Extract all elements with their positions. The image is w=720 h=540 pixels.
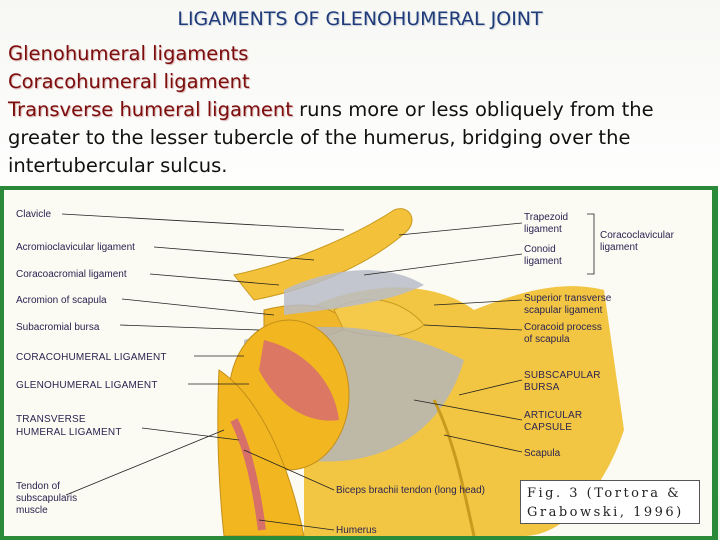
label-biceps-brachii-tendon: Biceps brachii tendon (long head) (336, 485, 485, 496)
citation-line-1: Fig. 3 (Tortora & (527, 486, 682, 501)
label-of-scapula: of scapula (524, 334, 570, 345)
label-coracoid-process: Coracoid process (524, 322, 602, 333)
label-clavicle: Clavicle (16, 209, 51, 220)
label-trapezoid: Trapezoid (524, 212, 568, 223)
label-coracoclavicular-ligament: ligament (600, 242, 638, 253)
label-humerus: Humerus (336, 525, 377, 536)
label-subscapularis: subscapularis (16, 493, 77, 504)
label-bursa: BURSA (524, 382, 560, 393)
label-coracohumeral-ligament: CORACOHUMERAL LIGAMENT (16, 352, 167, 363)
label-acromioclavicular-ligament: Acromioclavicular ligament (16, 242, 135, 253)
label-tendon-of: Tendon of (16, 481, 60, 492)
label-humeral-ligament: HUMERAL LIGAMENT (16, 427, 122, 438)
label-glenohumeral-ligament: GLENOHUMERAL LIGAMENT (16, 380, 158, 391)
label-acromion-of-scapula: Acromion of scapula (16, 295, 107, 306)
bullet-transverse-humeral-ligament: Transverse humeral ligament runs more or… (8, 96, 712, 180)
label-conoid: Conoid (524, 244, 556, 255)
label-articular: ARTICULAR (524, 410, 582, 421)
label-subscapular: SUBSCAPULAR (524, 370, 601, 381)
shoulder-joint-illustration: Clavicle Acromioclavicular ligament Cora… (16, 208, 675, 536)
transverse-humeral-term: Transverse humeral ligament (8, 98, 293, 121)
citation-line-2: Grabowski, 1996) (527, 505, 684, 520)
label-transverse: TRANSVERSE (16, 414, 86, 425)
label-coracoacromial-ligament: Coracoacromial ligament (16, 269, 127, 280)
label-coracoclavicular: Coracoclavicular (600, 230, 675, 241)
slide-body: Glenohumeral ligaments Coracohumeral lig… (8, 40, 712, 180)
label-conoid-ligament: ligament (524, 256, 562, 267)
figure-citation: Fig. 3 (Tortora & Grabowski, 1996) (520, 480, 700, 524)
bullet-coracohumeral-ligament: Coracohumeral ligament (8, 70, 250, 93)
label-trapezoid-ligament: ligament (524, 224, 562, 235)
label-capsule: CAPSULE (524, 422, 572, 433)
transverse-humeral-description: runs more or less obliquely from the gre… (8, 98, 654, 177)
label-muscle: muscle (16, 505, 48, 516)
label-scapula: Scapula (524, 448, 561, 459)
slide-title: LIGAMENTS OF GLENOHUMERAL JOINT (177, 8, 543, 30)
bullet-glenohumeral-ligaments: Glenohumeral ligaments (8, 42, 249, 65)
label-scapular-ligament: scapular ligament (524, 305, 603, 316)
anatomy-figure: Clavicle Acromioclavicular ligament Cora… (4, 190, 712, 536)
anatomy-figure-frame: Clavicle Acromioclavicular ligament Cora… (0, 186, 718, 540)
label-superior-transverse: Superior transverse (524, 293, 612, 304)
label-subacromial-bursa: Subacromial bursa (16, 322, 100, 333)
